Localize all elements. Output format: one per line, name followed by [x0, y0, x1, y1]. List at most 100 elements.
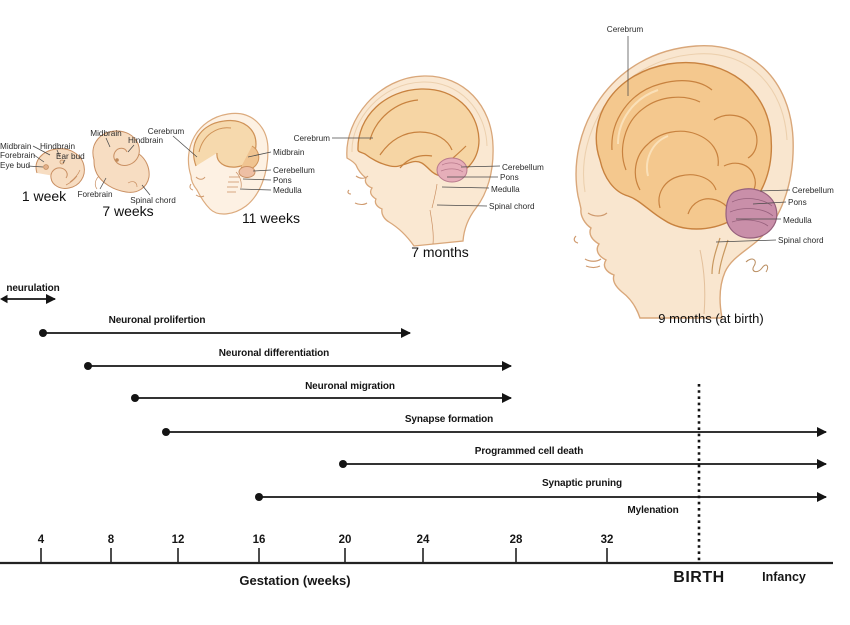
label-pons-7months: Pons — [500, 173, 519, 182]
leader-line — [752, 201, 787, 205]
label-midbrain-7weeks: Midbrain — [90, 129, 122, 138]
cerebrum-lobe-line — [198, 127, 232, 153]
tick-label-8: 8 — [108, 534, 115, 546]
caption-7-weeks: 7 weeks — [102, 203, 153, 219]
caption-9-months: 9 months (at birth) — [658, 311, 764, 326]
label-eyebud-1week: Eye bud — [0, 161, 30, 170]
leader-line — [252, 169, 272, 172]
face-features-11weeks — [189, 176, 206, 198]
label-cerebellum-7months: Cerebellum — [502, 163, 544, 172]
label-cerebellum-11weeks: Cerebellum — [273, 166, 315, 175]
stage-7-months: Cerebrum Cerebellum Pons Medulla Spinal … — [294, 75, 544, 260]
stage-1-week: Midbrain Hindbrain Forebrain Ear bud Eye… — [0, 142, 85, 204]
tail-line — [94, 175, 100, 190]
caption-7-months: 7 months — [411, 244, 469, 260]
label-midbrain-11weeks: Midbrain — [273, 148, 305, 157]
embryo-7weeks-body — [92, 130, 150, 193]
label-cerebrum-11weeks: Cerebrum — [148, 127, 185, 136]
label-neuronal-proliferation: Neuronal prolifertion — [109, 315, 206, 326]
axis-ticks — [40, 548, 608, 562]
cerebrum-11weeks — [192, 119, 257, 168]
leader-line — [242, 178, 272, 181]
label-midbrain-1week: Midbrain — [0, 142, 32, 151]
label-spinalchord-7weeks: Spinal chord — [130, 196, 176, 205]
label-cerebrum-9months: Cerebrum — [607, 25, 644, 34]
leader-line — [127, 144, 135, 153]
stage-7-weeks: Midbrain Hindbrain Forebrain Spinal chor… — [77, 129, 176, 219]
label-synaptic-pruning: Synaptic pruning — [542, 478, 622, 489]
brainstem-11weeks — [227, 171, 242, 193]
brain-9months — [595, 61, 773, 230]
timeline: neurulation Neuronal prolifertion Neuron… — [0, 283, 833, 588]
label-earbud-1week: Ear bud — [56, 152, 85, 161]
label-spinalchord-9months: Spinal chord — [778, 236, 824, 245]
leader-line — [436, 204, 488, 207]
leader-line — [172, 135, 198, 158]
stage-9-months: Cerebrum Cerebellum Pons Medulla Spinal … — [573, 25, 834, 326]
leader-line — [239, 188, 272, 191]
label-synapse-formation: Synapse formation — [405, 414, 493, 425]
label-cerebrum-7months: Cerebrum — [294, 134, 331, 143]
face-features-7months — [347, 175, 369, 206]
label-mylenation: Mylenation — [627, 505, 678, 516]
label-hindbrain-7weeks: Hindbrain — [128, 136, 163, 145]
tick-label-16: 16 — [253, 534, 266, 546]
label-pons-11weeks: Pons — [273, 176, 292, 185]
axis-tick-labels: 4 8 12 16 20 24 28 32 — [38, 534, 614, 546]
brain-folds-7months — [369, 99, 467, 171]
caption-1-week: 1 week — [22, 188, 67, 204]
tick-label-24: 24 — [417, 534, 430, 546]
label-hindbrain-1week: Hindbrain — [40, 142, 75, 151]
leader-line — [32, 145, 51, 156]
label-medulla-11weeks: Medulla — [273, 186, 302, 195]
infancy-label: Infancy — [762, 570, 806, 584]
leader-line — [715, 239, 777, 243]
label-medulla-9months: Medulla — [783, 216, 812, 225]
label-forebrain-7weeks: Forebrain — [77, 190, 112, 199]
limb-bud-line — [127, 181, 138, 188]
cerebellum-stripes-7months — [440, 162, 464, 173]
eye-bud-shape — [43, 164, 49, 170]
label-pons-9months: Pons — [788, 198, 807, 207]
label-neuronal-migration: Neuronal migration — [305, 381, 395, 392]
axis-title-gestation: Gestation (weeks) — [239, 573, 350, 588]
label-medulla-7months: Medulla — [491, 185, 520, 194]
somite-lines — [65, 169, 81, 186]
embryo-7weeks-eye — [115, 158, 119, 162]
leader-line — [33, 154, 45, 163]
tick-label-4: 4 — [38, 534, 45, 546]
leader-line — [141, 184, 151, 196]
cerebellum-stripes-9months — [729, 198, 774, 227]
leader-line — [759, 189, 791, 192]
inner-skull-line-7months — [351, 81, 488, 153]
inner-skull-line-9months — [583, 53, 788, 193]
leader-line — [62, 159, 66, 164]
leader-line — [56, 149, 61, 158]
leader-line — [99, 177, 107, 190]
leader-line — [460, 165, 501, 168]
gyri-9months — [611, 80, 758, 225]
gyri-highlights-9months — [617, 89, 669, 177]
signature-squiggle — [745, 258, 769, 273]
cerebellum-7months — [436, 157, 468, 183]
leader-line — [441, 186, 490, 189]
leader-line — [27, 165, 44, 168]
label-cerebellum-9months: Cerebellum — [792, 186, 834, 195]
label-forebrain-1week: Forebrain — [0, 151, 35, 160]
tick-label-28: 28 — [510, 534, 523, 546]
birth-label: BIRTH — [673, 569, 724, 586]
label-neuronal-differentiation: Neuronal differentiation — [219, 348, 329, 359]
cerebellum-11weeks — [238, 166, 256, 178]
embryo-7weeks-head-curl — [113, 147, 140, 166]
neck-line-9months — [699, 249, 706, 315]
label-neurulation: neurulation — [6, 283, 59, 294]
stage-11-weeks: Cerebrum Midbrain Cerebellum Pons Medull… — [148, 112, 315, 226]
leader-line — [247, 151, 272, 158]
embryo-1week-body — [35, 148, 85, 189]
tick-label-32: 32 — [601, 534, 614, 546]
tick-label-20: 20 — [339, 534, 352, 546]
tick-label-12: 12 — [172, 534, 185, 546]
label-programmed-cell-death: Programmed cell death — [475, 446, 584, 457]
